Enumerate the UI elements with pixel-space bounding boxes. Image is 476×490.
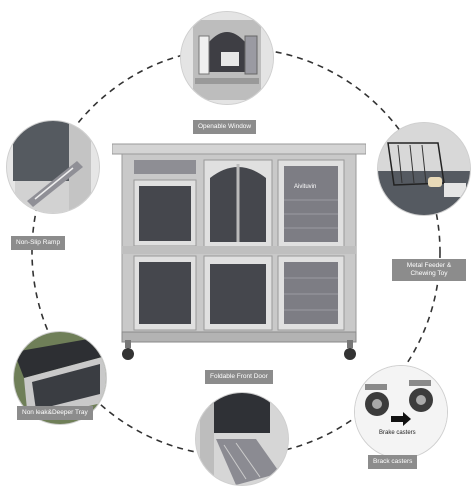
non-slip-ramp-label: Non-Slip Ramp xyxy=(11,236,66,250)
front-door-illustration xyxy=(196,393,288,485)
window-illustration xyxy=(181,12,273,104)
hutch-drawing: Aivituvin xyxy=(111,143,367,360)
tray-label: Non leak&Deeper Tray xyxy=(17,406,93,420)
brake-casters-caption: Brake casters xyxy=(379,430,416,436)
metal-feeder-label-line2: Chewing Toy xyxy=(410,270,448,277)
casters-illustration xyxy=(355,366,447,458)
openable-window-photo xyxy=(181,12,273,104)
ramp-illustration xyxy=(7,121,99,213)
front-door-photo xyxy=(196,393,288,485)
front-door-label: Foldable Front Door xyxy=(205,370,273,384)
non-slip-ramp-photo xyxy=(7,121,99,213)
brand-logo: Aivituvin xyxy=(294,184,316,190)
rabbit-hutch-main-image: Aivituvin xyxy=(111,142,367,364)
casters-photo: Brake casters xyxy=(355,366,447,458)
metal-feeder-label-line1: Metal Feeder & xyxy=(406,262,452,269)
casters-label: Brack casters xyxy=(368,455,418,469)
feeder-illustration xyxy=(378,123,470,215)
openable-window-label: Openable Window xyxy=(193,120,257,134)
metal-feeder-photo xyxy=(378,123,470,215)
metal-feeder-label: Metal Feeder & Chewing Toy xyxy=(392,259,466,281)
